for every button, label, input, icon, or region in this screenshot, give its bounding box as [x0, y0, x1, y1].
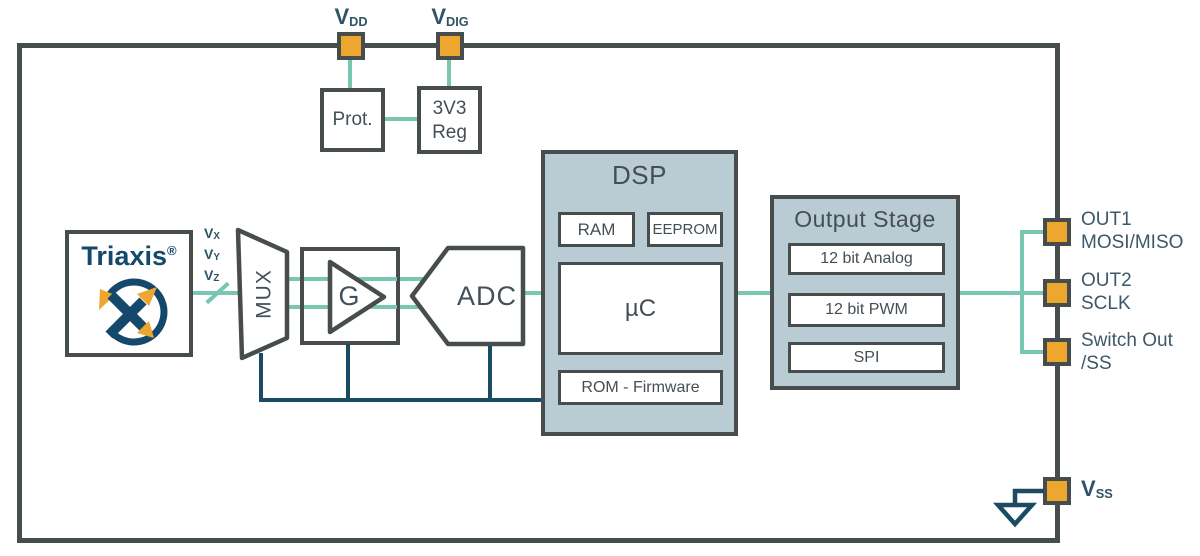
out1-label: OUT1 MOSI/MISO: [1081, 209, 1184, 253]
wire-vdd-prot: [348, 59, 352, 89]
triaxis-label: Triaxis®: [81, 241, 177, 271]
vss-pin: [1043, 477, 1071, 505]
wire-dsp-outstage: [738, 291, 774, 295]
wire-mux-gain-upper: [287, 277, 300, 281]
wire-outstage-pins: [958, 291, 1045, 295]
signal-vx: VX: [204, 225, 220, 243]
switch-out-pin: [1043, 338, 1071, 366]
signal-vy: VY: [204, 246, 220, 264]
wire-pin-branch: [1020, 230, 1024, 354]
registered-mark: ®: [166, 243, 177, 258]
switch-out-label: Switch Out /SS: [1081, 330, 1173, 374]
dsp-title: DSP: [612, 160, 667, 190]
vdd-label: VDD: [334, 4, 368, 29]
vdig-pin: [436, 32, 464, 60]
reg-label-line2: Reg: [432, 122, 467, 143]
ram-block: RAM: [558, 212, 635, 247]
rom-firmware-block: ROM - Firmware: [558, 370, 723, 405]
wire-switchout-stub: [1020, 350, 1045, 354]
output-stage-title: Output Stage: [794, 206, 936, 232]
mux-block: MUX: [235, 227, 290, 361]
wire-gain-adc-upper: [400, 277, 430, 281]
ground-icon: [992, 488, 1044, 528]
vdd-pin: [337, 32, 365, 60]
wire-gain-adc-lower: [400, 305, 428, 309]
spi-output-block: SPI: [788, 342, 945, 373]
wire-mux-gain-lower: [287, 305, 300, 309]
wire-out1-stub: [1020, 230, 1045, 234]
out2-label: OUT2 SCLK: [1081, 270, 1132, 314]
wire-prot-reg: [385, 117, 417, 121]
eeprom-block: EEPROM: [647, 212, 723, 247]
reg-label-line1: 3V3: [432, 98, 467, 119]
uc-block: µC: [558, 262, 723, 355]
mux-label: MUX: [253, 269, 276, 319]
adc-label: ADC: [457, 281, 517, 311]
prot-block: Prot.: [320, 88, 385, 152]
vdig-label: VDIG: [431, 4, 469, 29]
wire-adc-dsp: [523, 291, 545, 295]
wire-adc-bus: [488, 344, 492, 402]
out1-pin: [1043, 218, 1071, 246]
triaxis-logo-icon: [99, 278, 168, 346]
gain-triangle-icon: [327, 259, 387, 335]
dsp-block: DSP RAM EEPROM µC ROM - Firmware: [541, 150, 738, 436]
reg-3v3-block: 3V3 Reg: [417, 86, 482, 154]
signal-vz: VZ: [204, 267, 220, 285]
vss-label: VSS: [1081, 476, 1113, 501]
triaxis-block: Triaxis®: [65, 230, 193, 357]
signal-labels: VX VY VZ: [204, 224, 220, 287]
out2-pin: [1043, 279, 1071, 307]
wire-mux-bus: [259, 353, 263, 402]
wire-control-bus: [259, 398, 545, 402]
analog-output-block: 12 bit Analog: [788, 243, 945, 275]
pwm-output-block: 12 bit PWM: [788, 293, 945, 327]
adc-block: ADC: [409, 245, 526, 347]
wire-gain-bus: [346, 344, 350, 402]
gain-label: G: [338, 281, 360, 311]
prot-label: Prot.: [332, 109, 373, 130]
output-stage-block: Output Stage 12 bit Analog 12 bit PWM SP…: [770, 195, 960, 390]
wire-vdig-reg: [447, 59, 451, 87]
